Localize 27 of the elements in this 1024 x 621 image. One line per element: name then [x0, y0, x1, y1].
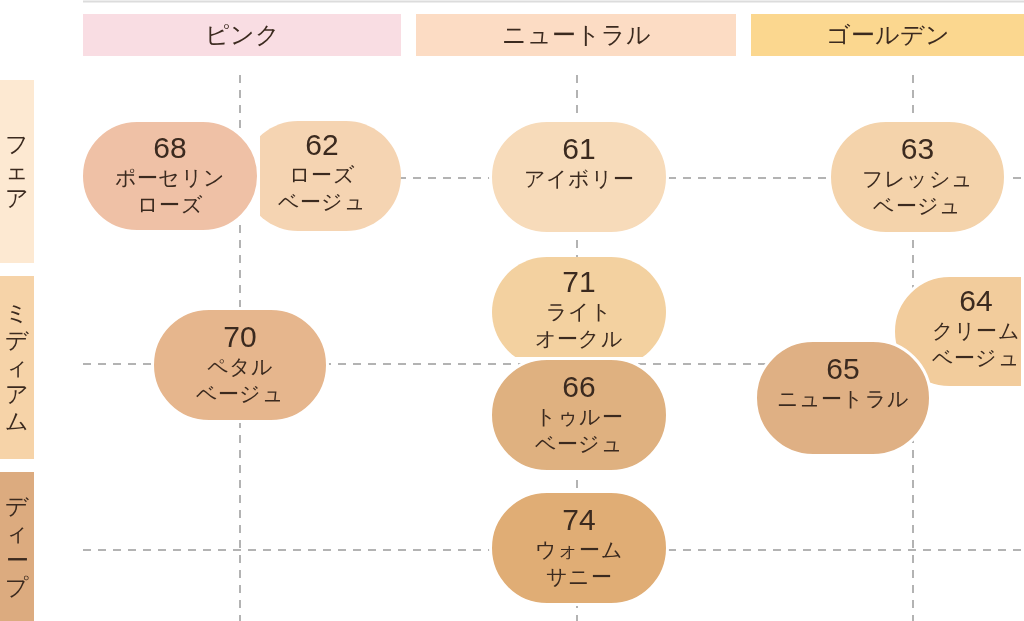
shade-name: クリームベージュ [931, 318, 1021, 371]
shade-number: 70 [223, 321, 257, 353]
shade-number: 65 [826, 353, 860, 385]
shade-number: 74 [562, 504, 596, 536]
shade-name: トゥルーベージュ [534, 404, 624, 457]
column-header: ゴールデン [751, 14, 1024, 56]
shade-number: 62 [305, 129, 339, 161]
shade-number: 61 [562, 133, 596, 165]
shade-name: ウォームサニー [534, 537, 624, 590]
shade-number: 63 [900, 133, 935, 165]
row-header: ミディアム [0, 276, 34, 459]
shade-name: フレッシュベージュ [861, 166, 974, 219]
shade-pill [892, 274, 1024, 389]
row-header: フェア [0, 80, 34, 263]
shade-number: 64 [959, 285, 993, 317]
shade-name: アイボリー [523, 166, 635, 192]
shade-name: ペタルベージュ [195, 354, 285, 407]
shade-name: ローズベージュ [277, 162, 367, 215]
column-header: ピンク [83, 14, 401, 56]
shade-name: ライトオークル [534, 299, 624, 352]
shade-name: ポーセリンローズ [114, 165, 226, 218]
shade-number: 71 [562, 266, 596, 298]
row-header: ディープ [0, 472, 34, 621]
shade-number: 68 [153, 132, 187, 164]
column-header: ニュートラル [416, 14, 736, 56]
shade-name: ニュートラル [776, 386, 910, 412]
shade-number: 66 [562, 371, 596, 403]
